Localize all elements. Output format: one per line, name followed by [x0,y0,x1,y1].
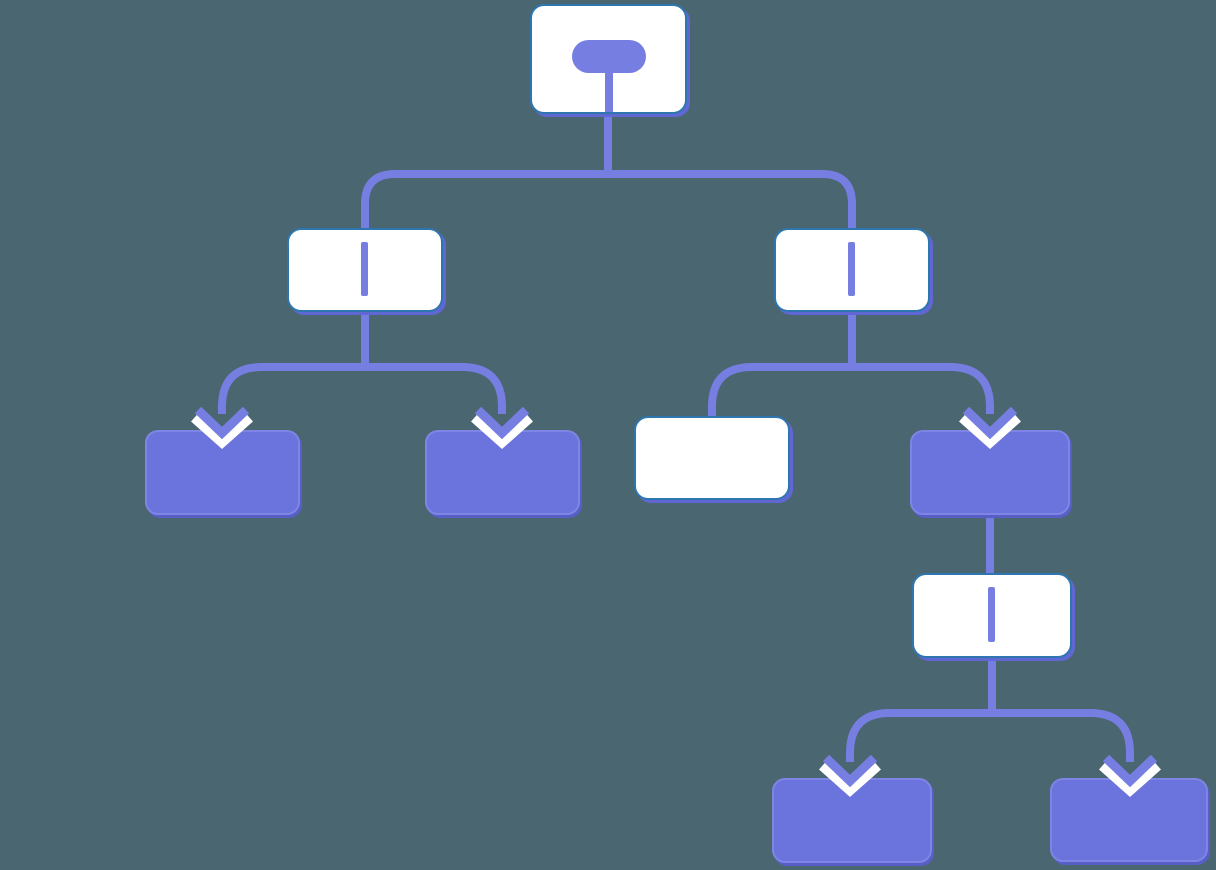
node-branch-left[interactable] [287,228,443,312]
arrow-leaf-5-chevron-down-icon [1099,754,1161,798]
node-branch-lower[interactable] [912,573,1072,658]
connector-split-bottom [846,709,1134,762]
node-child-plain[interactable] [634,416,790,500]
vertical-bar-glyph [361,242,368,296]
connector-split-right [708,363,994,420]
node-branch-right[interactable] [774,228,930,312]
chevron-purple-arrow [1102,754,1158,788]
node-root[interactable] [530,4,687,114]
arrow-leaf-3-chevron-down-icon [959,406,1021,450]
chevron-white-outline [959,412,1021,450]
chevron-white-outline [1099,760,1161,798]
arrow-leaf-1-chevron-down-icon [191,406,253,450]
connector-split-top [361,170,856,231]
root-stem-glyph [604,64,613,112]
chevron-purple-arrow [962,406,1018,440]
arrow-leaf-2-chevron-down-icon [471,406,533,450]
chevron-white-outline [191,412,253,450]
chevron-purple-arrow [194,406,250,440]
chevron-white-outline [819,760,881,798]
connector-split-left [218,363,506,414]
arrow-leaf-4-chevron-down-icon [819,754,881,798]
chevron-purple-arrow [822,754,878,788]
chevron-white-outline [471,412,533,450]
vertical-bar-glyph [988,587,995,642]
vertical-bar-glyph [848,242,855,296]
chevron-purple-arrow [474,406,530,440]
